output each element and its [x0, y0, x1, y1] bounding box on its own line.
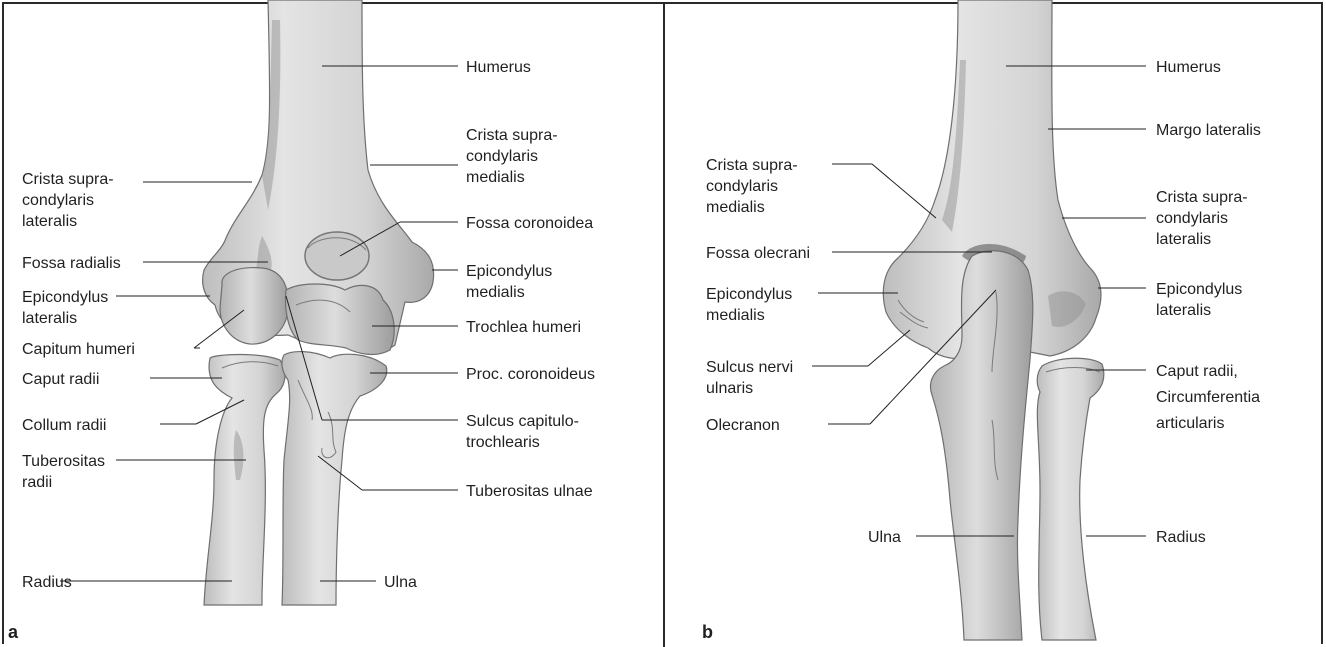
panel-a-illustration: [203, 0, 434, 605]
label-epicondylus-lateralis-a: Epicondylus lateralis: [22, 289, 113, 327]
panel-b-illustration: [883, 0, 1104, 640]
label-proc-coronoideus-a: Proc. coronoideus: [466, 366, 595, 383]
label-caput-radii-a: Caput radii: [22, 371, 99, 388]
label-crista-lateralis-a: Crista supra- condylaris lateralis: [22, 171, 118, 230]
label-fossa-coronoidea-a: Fossa coronoidea: [466, 215, 593, 232]
label-radius-b: Radius: [1156, 529, 1206, 546]
label-epicondylus-medialis-b: Epicondylus medialis: [706, 286, 797, 324]
radius-b: [1037, 358, 1104, 640]
label-fossa-olecrani-b: Fossa olecrani: [706, 245, 810, 262]
label-ulna-a: Ulna: [384, 574, 417, 591]
label-tuberositas-radii-a: Tuberositas radii: [22, 453, 109, 491]
label-collum-radii-a: Collum radii: [22, 417, 106, 434]
label-crista-lateralis-b: Crista supra- condylaris lateralis: [1156, 189, 1252, 248]
label-crista-medialis-a: Crista supra- condylaris medialis: [466, 127, 562, 186]
label-humerus-b: Humerus: [1156, 59, 1221, 76]
label-fossa-radialis-a: Fossa radialis: [22, 255, 121, 272]
label-humerus-a: Humerus: [466, 59, 531, 76]
label-ulna-b: Ulna: [868, 529, 901, 546]
label-capitum-humeri-a: Capitum humeri: [22, 341, 135, 358]
label-margo-lateralis-b: Margo lateralis: [1156, 122, 1261, 139]
ulna-a: [282, 352, 387, 605]
trochlea-a: [286, 284, 395, 354]
label-epicondylus-lateralis-b: Epicondylus lateralis: [1156, 281, 1247, 319]
panel-letter-a: a: [8, 622, 19, 642]
capitulum-a: [220, 268, 288, 344]
label-sulcus-nervi-ulnaris-b: Sulcus nervi ulnaris: [706, 359, 798, 397]
label-sulcus-capitulotrochlearis-a: Sulcus capitulo- trochlearis: [466, 413, 583, 451]
panel-letter-b: b: [702, 622, 713, 642]
label-caput-radii-b: Caput radii, Circumferentia articularis: [1156, 363, 1264, 432]
label-trochlea-humeri-a: Trochlea humeri: [466, 319, 581, 336]
label-olecranon-b: Olecranon: [706, 417, 780, 434]
label-tuberositas-ulnae-a: Tuberositas ulnae: [466, 483, 593, 500]
label-epicondylus-medialis-a: Epicondylus medialis: [466, 263, 557, 301]
fossa-coronoidea-a: [305, 232, 369, 280]
radius-a: [204, 355, 285, 606]
label-crista-medialis-b: Crista supra- condylaris medialis: [706, 157, 802, 216]
label-radius-a: Radius: [22, 574, 72, 591]
